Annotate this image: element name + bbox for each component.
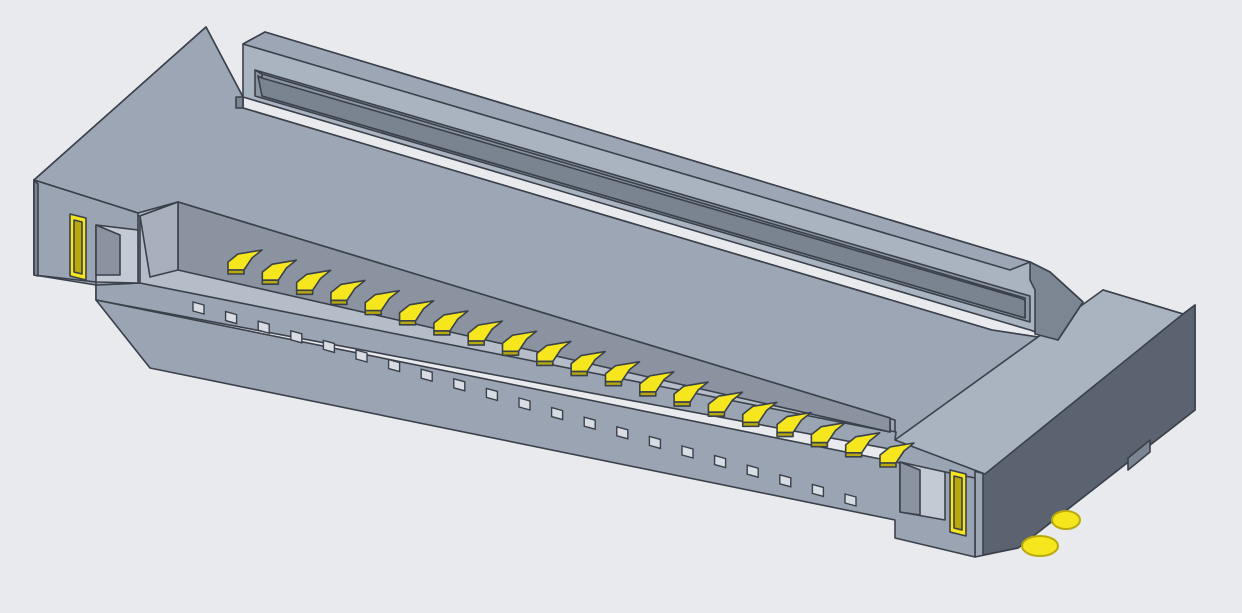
right-clip-inner — [953, 475, 963, 531]
vent-hole — [713, 454, 727, 469]
left-recess-inner — [95, 224, 121, 276]
contact-pin-base — [844, 452, 863, 458]
contact-pin-base — [707, 411, 726, 418]
vent-hole — [322, 339, 336, 354]
latch-step — [235, 96, 244, 109]
contact-cavity — [95, 201, 946, 521]
vent-hole — [257, 320, 270, 335]
contact-pin-base — [330, 299, 348, 306]
contact-pin-base — [227, 269, 245, 275]
vent-row — [192, 301, 857, 507]
latch-slot-inner — [257, 75, 1026, 319]
contact-pin-base — [810, 441, 829, 448]
vent-hole — [420, 368, 433, 383]
contact-pin-base — [501, 350, 520, 357]
contact-pin-base — [433, 330, 451, 336]
contact-pin-base — [467, 340, 486, 346]
contact-pin-base — [295, 289, 314, 296]
vent-hole — [844, 493, 857, 507]
vent-hole — [453, 377, 466, 392]
vent-hole — [616, 425, 629, 440]
contact-pin-base — [673, 401, 691, 407]
left-clip-inner — [73, 219, 83, 275]
vent-hole — [681, 445, 694, 459]
vent-hole — [518, 397, 531, 411]
right-recess-inner — [899, 461, 921, 516]
housing-right-top — [894, 289, 1184, 475]
contact-pin-base — [879, 462, 897, 468]
latch-ridge — [235, 31, 1084, 341]
connector-housing — [33, 26, 1196, 558]
housing-left-edge — [33, 179, 39, 277]
contact-pin-base — [570, 370, 588, 377]
contact-row — [227, 249, 915, 468]
vent-hole — [387, 358, 401, 373]
contact-pin-base — [398, 319, 417, 326]
housing-bottom-notch — [1127, 439, 1151, 471]
contact-pin-base — [638, 391, 657, 397]
vent-hole — [779, 473, 792, 488]
vent-hole — [224, 310, 238, 325]
contact-pin-base — [604, 380, 623, 387]
vent-hole — [746, 464, 759, 479]
vent-hole — [550, 406, 564, 421]
vent-hole — [290, 329, 303, 344]
vent-hole — [192, 301, 205, 315]
contact-pin-base — [536, 360, 554, 367]
contact-pin-base — [741, 421, 760, 428]
contact-pin-base — [776, 431, 794, 438]
contact-pin-base — [261, 279, 280, 285]
cavity-left-wall — [139, 201, 179, 278]
vent-hole — [485, 387, 499, 402]
vent-hole — [355, 349, 368, 363]
vent-hole — [648, 435, 662, 450]
vent-hole — [811, 483, 825, 498]
end-clips — [69, 213, 967, 537]
solder-foot — [1051, 510, 1081, 530]
vent-hole — [583, 416, 596, 431]
contact-pin-base — [364, 309, 383, 316]
latch-ridge-end — [1029, 261, 1084, 341]
solder-foot — [1021, 535, 1059, 557]
